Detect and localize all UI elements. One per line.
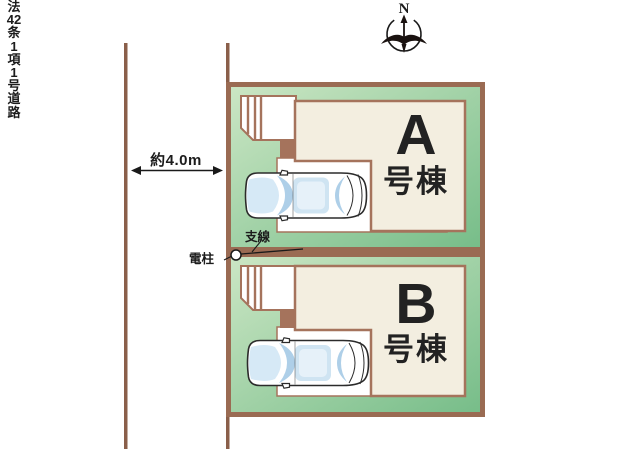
guy-wire-label: 支線 — [245, 230, 271, 244]
building-b-suffix: 号棟 — [383, 332, 449, 367]
road-name-char: 1 — [10, 65, 18, 81]
building-b-corner-notch — [280, 310, 297, 328]
car-a — [244, 169, 368, 222]
building-a-corner-notch — [280, 140, 297, 158]
car-b — [246, 336, 370, 390]
entrance-porch-b — [240, 265, 297, 311]
road-name-char: 法 — [7, 0, 21, 14]
compass-north-label: N — [398, 1, 410, 17]
north-compass-icon — [381, 14, 427, 53]
road-name-vertical-label: 法 42 条 1 項 1 号 道 路 — [0, 0, 28, 119]
road-name-char: 42 — [6, 12, 22, 28]
utility-pole-icon — [230, 249, 242, 261]
building-a-letter: A — [395, 103, 437, 167]
building-b-footprint — [293, 264, 467, 398]
building-a-footprint — [293, 99, 467, 233]
entrance-porch-a — [240, 95, 297, 141]
road-name-char: 道 — [7, 91, 21, 107]
guy-wire-leader — [251, 240, 262, 253]
building-a-suffix: 号棟 — [383, 164, 449, 199]
road-name-char: 条 — [7, 25, 21, 41]
road-name-char: 1 — [10, 38, 18, 54]
road-name-char: 路 — [7, 104, 21, 120]
porch-a-steps — [246, 97, 263, 139]
utility-pole-label: 電柱 — [189, 252, 215, 266]
porch-b-steps — [246, 267, 263, 309]
building-b-letter: B — [395, 272, 437, 336]
road-left-line — [124, 43, 128, 449]
road-width-arrow — [131, 166, 223, 175]
guy-wire-line — [240, 248, 304, 255]
road-name-char: 号 — [7, 78, 21, 94]
road-width-label: 約4.0m — [150, 152, 202, 169]
road-name-char: 項 — [7, 51, 21, 67]
